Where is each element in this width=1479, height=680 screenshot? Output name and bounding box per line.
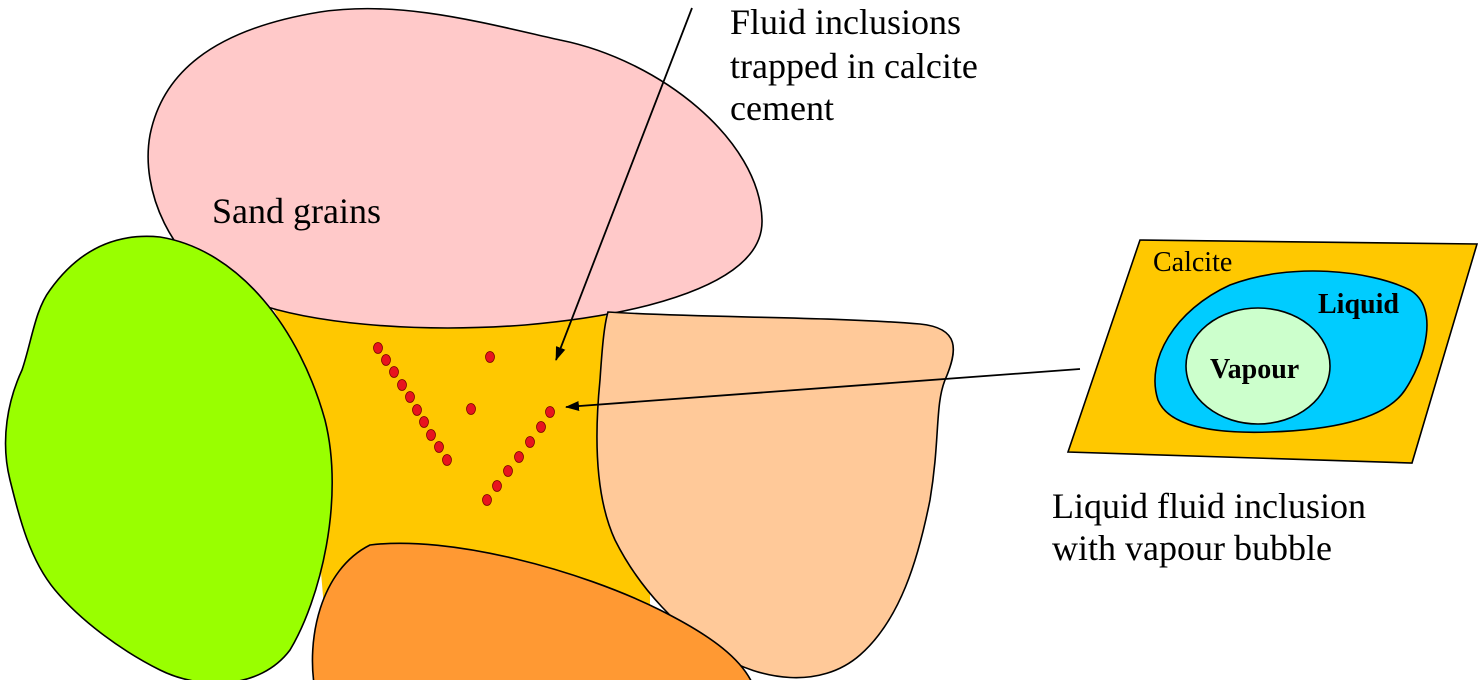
fluid-inclusion-dot — [434, 441, 444, 453]
fluid-inclusions-label-line2: trapped in calcite — [730, 46, 978, 86]
fluid-inclusion-dot-isolated — [466, 403, 476, 415]
fluid-inclusion-dot — [514, 451, 524, 463]
inclusion-caption-line2: with vapour bubble — [1052, 528, 1332, 568]
fluid-inclusion-dot — [525, 436, 535, 448]
fluid-inclusions-label-line3: cement — [730, 88, 834, 128]
fluid-inclusion-dot — [482, 494, 492, 506]
fluid-inclusion-dot — [373, 342, 383, 354]
calcite-label: Calcite — [1153, 247, 1232, 278]
peach-sand-grain — [596, 311, 955, 679]
fluid-inclusion-dot — [381, 354, 391, 366]
fluid-inclusion-dot — [442, 454, 452, 466]
fluid-inclusion-dot — [503, 465, 513, 477]
fluid-inclusion-dot — [389, 366, 399, 378]
fluid-inclusion-dot — [419, 416, 429, 428]
vapour-label: Vapour — [1210, 354, 1299, 385]
fluid-inclusion-dot — [536, 421, 546, 433]
orange-sand-grain — [311, 542, 752, 680]
fluid-inclusion-dot — [426, 429, 436, 441]
fluid-inclusions-arrow — [555, 7, 693, 361]
fluid-inclusion-trail-left — [373, 342, 452, 466]
fluid-inclusion-trail-right — [482, 406, 555, 506]
fluid-inclusion-dot — [405, 391, 415, 403]
inclusion-caption-line1: Liquid fluid inclusion — [1052, 486, 1366, 526]
fluid-inclusion-dot — [492, 480, 502, 492]
fluid-inclusion-dot-isolated — [485, 351, 495, 363]
fluid-inclusion-dot — [397, 379, 407, 391]
inset-vapour-bubble — [1185, 307, 1331, 425]
green-sand-grain — [4, 235, 333, 680]
inset-pointer-arrow — [565, 368, 1081, 412]
liquid-label: Liquid — [1318, 289, 1399, 320]
fluid-inclusions-label-line1: Fluid inclusions — [730, 2, 961, 42]
sand-grains-label: Sand grains — [212, 191, 381, 231]
fluid-inclusion-dot — [545, 406, 555, 418]
fluid-inclusion-dot — [412, 404, 422, 416]
